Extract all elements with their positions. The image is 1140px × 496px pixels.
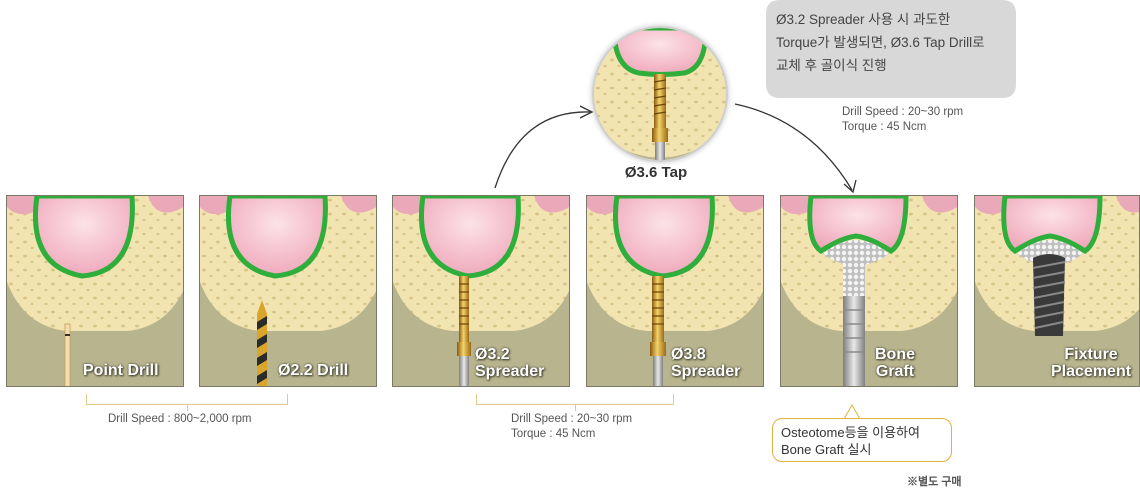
tap-speed: Drill Speed : 20~30 rpm Torque : 45 Ncm [842,105,963,135]
drill-bracket [86,394,288,405]
bone-cross-section [7,196,184,387]
callout-text: Ø3.2 Spreader 사용 시 과도한 Torque가 발생되면, Ø3.… [776,8,1016,77]
bone-cross-section [200,196,377,387]
step-label: Point Drill [83,362,159,379]
tap-label: Ø3.6 Tap [590,164,722,181]
drill-speed: Drill Speed : 800~2,000 rpm [108,412,252,427]
footnote: ※별도 구매 [907,473,962,489]
arrow-head-icon [844,180,856,192]
tap-circle [592,26,728,162]
spreader-bracket [476,394,674,405]
step-panel-point-drill: Point Drill [6,195,184,387]
osteotome-note: Osteotome등을 이용하여 Bone Graft 실시 [772,418,952,462]
step-label: Ø2.2 Drill [278,362,348,379]
spreader-speed: Drill Speed : 20~30 rpm Torque : 45 Ncm [511,412,632,442]
step-panel-twist-drill: Ø2.2 Drill [199,195,377,387]
arrow-head-icon [580,106,592,118]
bone-cross-section [781,196,958,387]
